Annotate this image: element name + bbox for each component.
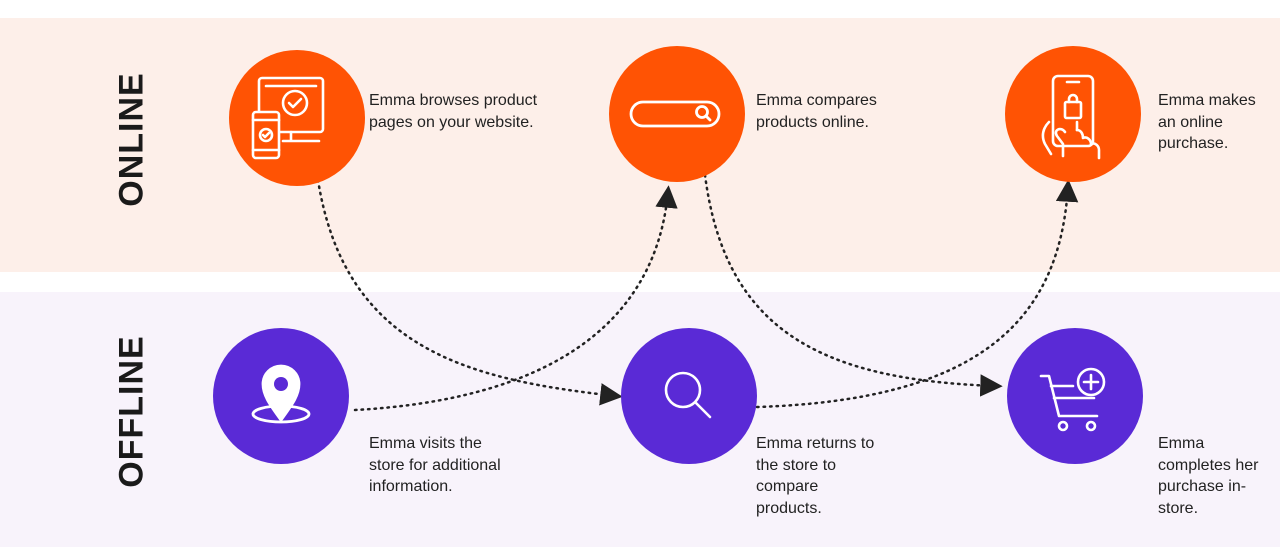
browse-description: Emma browses product pages on your websi…: [369, 92, 538, 131]
connector-visit-to-compare: [353, 185, 678, 412]
location-pin-icon: [251, 364, 311, 424]
connector-return-to-purchase-online: [755, 179, 1079, 409]
desktop-mobile-check-icon: [251, 76, 325, 160]
visit-store-description: Emma visits the store for additional inf…: [369, 435, 501, 495]
compare-online-description: Emma compares products online.: [756, 92, 877, 131]
purchase-online-description: Emma makes an online purchase.: [1158, 92, 1256, 152]
browse-node: [229, 50, 365, 186]
visit-store-node: [213, 328, 349, 464]
purchase-store-description: Emma completes her purchase in-store.: [1158, 435, 1259, 517]
purchase-online-node: [1005, 46, 1141, 182]
compare-online-node: [609, 46, 745, 182]
search-bar-icon: [629, 100, 721, 128]
magnifier-icon: [664, 371, 712, 419]
connector-browse-to-return: [316, 178, 623, 406]
purchase-store-node: [1007, 328, 1143, 464]
connector-compare-to-purchase-store: [703, 173, 1003, 397]
return-store-node: [621, 328, 757, 464]
cart-plus-icon: [1039, 367, 1106, 432]
phone-shopping-bag-icon: [1041, 74, 1101, 160]
return-store-description: Emma returns to the store to compare pro…: [756, 435, 875, 517]
